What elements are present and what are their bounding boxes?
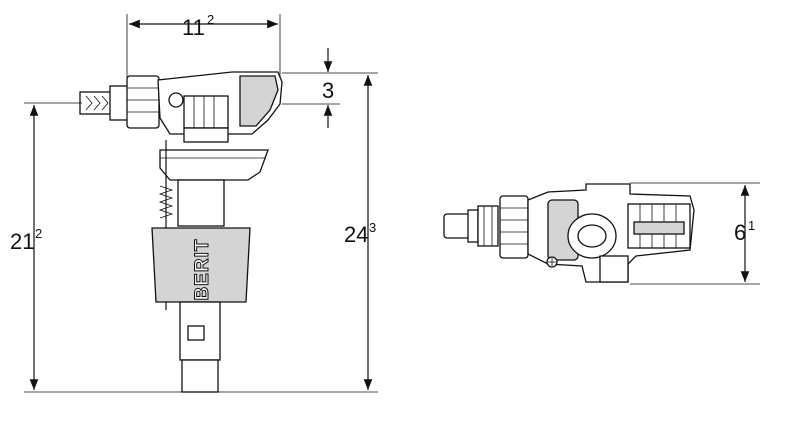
dimension-top-offset: 3 <box>282 48 378 128</box>
dimension-side-height: 6 1 <box>630 182 760 285</box>
side-inlet <box>443 213 471 239</box>
dimension-right-height: 24 3 <box>218 75 378 393</box>
dimension-top-width-label: 11 <box>182 15 205 40</box>
side-view-valve <box>443 183 695 283</box>
union-nut <box>126 75 160 129</box>
dimension-top-offset-label: 3 <box>322 78 334 103</box>
dimension-side-height-label: 6 <box>734 220 746 245</box>
dimension-top-width: 11 2 <box>126 12 281 80</box>
tube-end <box>181 359 219 393</box>
inlet-thread <box>79 91 113 115</box>
dimension-side-height-sup: 1 <box>748 218 755 233</box>
front-view-valve: GEBERIT <box>79 71 283 393</box>
dimension-left-height: 21 2 <box>10 102 184 393</box>
dimension-top-width-sup: 2 <box>207 12 214 27</box>
float-housing <box>151 227 251 303</box>
side-union-nut <box>499 195 529 259</box>
dimension-left-height-sup: 2 <box>35 226 42 241</box>
dimension-left-height-label: 21 <box>10 229 34 254</box>
dimension-right-height-label: 24 <box>344 222 368 247</box>
float-cup <box>159 149 269 181</box>
dimension-right-height-sup: 3 <box>369 220 376 235</box>
